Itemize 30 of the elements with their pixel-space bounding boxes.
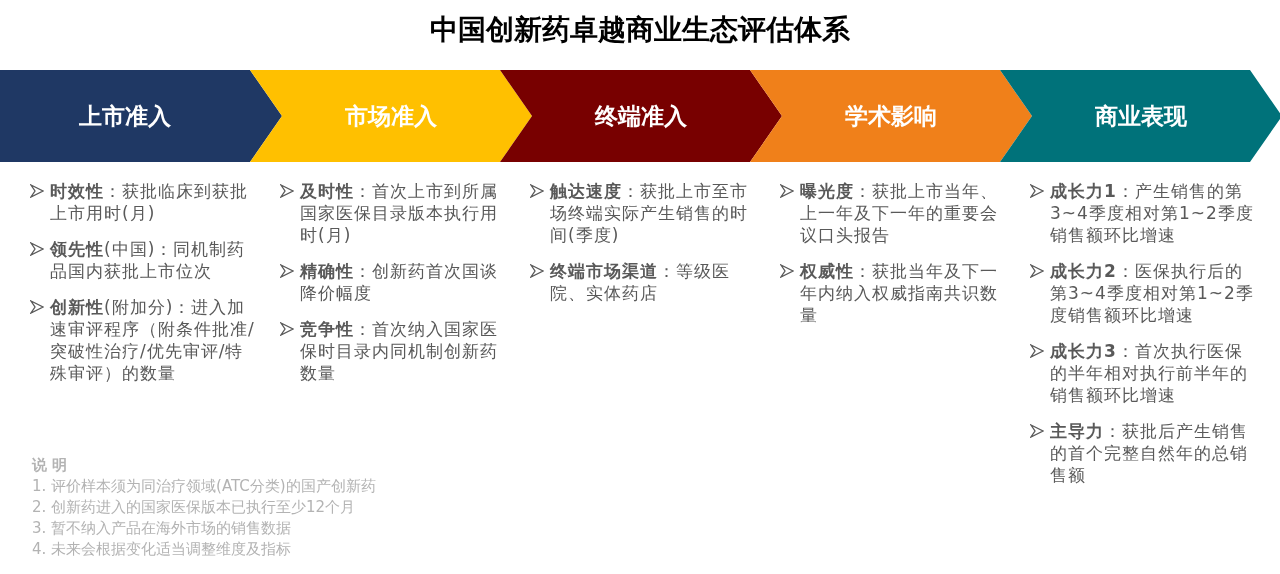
chevron-step	[0, 70, 282, 162]
step-title: 终端准入	[595, 101, 687, 131]
criterion-text: 领先性(中国)：同机制药品国内获批上市位次	[50, 238, 247, 282]
step-title: 学术影响	[845, 101, 937, 131]
criterion-text: 时效性：获批临床到获批上市用时(月)	[50, 180, 249, 224]
criterion-text: 触达速度：获批上市至市场终端实际产生销售的时间(季度)	[550, 180, 749, 246]
criterion-text: 创新性(附加分)：进入加速审评程序（附条件批准/突破性治疗/优先审评/特殊审评）的数量	[50, 296, 256, 384]
criterion-text: 成长力1：产生销售的第3~4季度相对第1~2季度销售额环比增速	[1050, 180, 1255, 246]
criterion-text: 权威性：获批当年及下一年内纳入权威指南共识数量	[800, 260, 999, 326]
criterion-text: 精确性：创新药首次国谈降价幅度	[300, 260, 499, 304]
note-text: 2. 创新药进入的国家医保版本已执行至少12个月	[32, 497, 357, 518]
diagram-title: 中国创新药卓越商业生态评估体系	[430, 12, 850, 47]
step-title: 上市准入	[79, 101, 171, 131]
chevron-step	[500, 70, 782, 162]
note-text: 3. 暂不纳入产品在海外市场的销售数据	[32, 518, 293, 539]
criterion-text: 竞争性：首次纳入国家医保时目录内同机制创新药数量	[300, 318, 499, 384]
note-text: 4. 未来会根据变化适当调整维度及指标	[32, 539, 293, 560]
criterion-text: 曝光度：获批上市当年、上一年及下一年的重要会议口头报告	[800, 180, 999, 246]
step-title: 市场准入	[345, 101, 437, 131]
chevron-step	[1000, 70, 1280, 162]
criterion-text: 终端市场渠道：等级医院、实体药店	[550, 260, 731, 304]
criterion-text: 成长力3：首次执行医保的半年相对执行前半年的销售额环比增速	[1050, 340, 1249, 406]
notes-heading: 说 明	[32, 455, 69, 476]
chevron-step	[250, 70, 532, 162]
note-text: 1. 评价样本须为同治疗领域(ATC分类)的国产创新药	[32, 476, 376, 497]
criterion-text: 及时性：首次上市到所属国家医保目录版本执行用时(月)	[300, 180, 499, 246]
chevron-step	[750, 70, 1032, 162]
step-title: 商业表现	[1095, 101, 1187, 131]
criterion-text: 成长力2：医保执行后的第3~4季度相对第1~2季度销售额环比增速	[1050, 260, 1255, 326]
criterion-text: 主导力：获批后产生销售的首个完整自然年的总销售额	[1050, 420, 1249, 486]
